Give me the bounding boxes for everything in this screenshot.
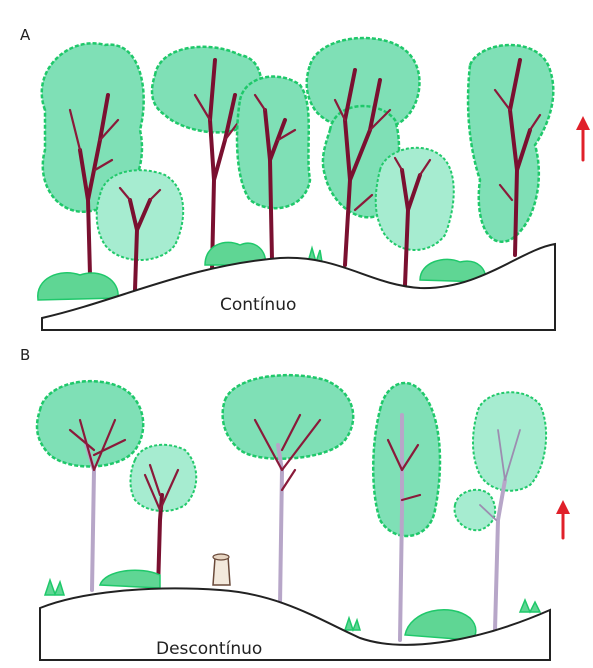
panel-a-caption: Contínuo bbox=[220, 295, 296, 315]
panel-b-stump-1 bbox=[213, 554, 230, 585]
panel-b-shrub-8 bbox=[520, 600, 540, 612]
panel-b-shrub-1 bbox=[45, 580, 64, 595]
panel-a: A bbox=[20, 26, 590, 330]
panel-b-tree-2 bbox=[130, 445, 196, 590]
panel-a-ground bbox=[42, 244, 555, 330]
panel-b-tree-5 bbox=[455, 392, 547, 630]
panel-b: B bbox=[20, 346, 570, 660]
panel-b-caption: Descontínuo bbox=[156, 639, 262, 659]
panel-b-tree-3 bbox=[223, 375, 354, 605]
panel-b-shrub-6 bbox=[345, 618, 360, 630]
panel-a-shrub-left bbox=[38, 273, 118, 300]
upward-arrow-icon bbox=[576, 116, 590, 160]
panel-a-tree-7 bbox=[97, 170, 183, 290]
panel-a-tree-6 bbox=[468, 45, 553, 255]
panel-a-label: A bbox=[20, 26, 31, 44]
upward-arrow-icon bbox=[556, 500, 570, 538]
panel-a-tree-3 bbox=[237, 77, 310, 260]
panel-b-label: B bbox=[20, 346, 30, 364]
panel-b-tree-1 bbox=[37, 381, 143, 590]
panel-b-shrub-7 bbox=[405, 610, 476, 640]
panel-b-tree-4 bbox=[373, 383, 440, 640]
panel-b-shrub-2 bbox=[100, 570, 160, 588]
